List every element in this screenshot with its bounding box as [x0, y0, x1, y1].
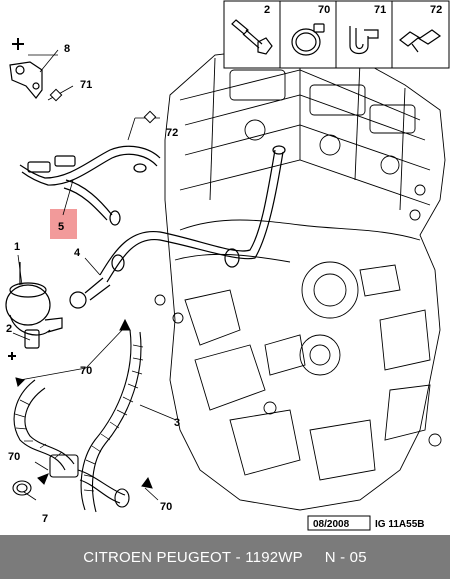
callout-labels: 8 71 72 5 1 4 2 70 3 70 7 70: [6, 43, 180, 525]
callout-1: 1: [14, 241, 20, 253]
pipe-clip-icon: [399, 29, 442, 53]
part-info-footer: CITROEN PEUGEOT - 1192WP N - 05: [0, 535, 450, 579]
callout-4: 4: [74, 247, 81, 259]
callout-70-c: 70: [160, 501, 172, 513]
clip-icon: [349, 26, 379, 55]
legend-ref-70: 70: [318, 4, 330, 16]
callout-8: 8: [64, 43, 70, 55]
hose-4: [69, 145, 286, 309]
illustration-code: IG 11A55B: [375, 519, 424, 530]
footer-part-number: 1192WP: [245, 548, 303, 566]
callout-72: 72: [166, 127, 178, 139]
hose-3-corrugated: [12, 329, 144, 513]
callout-3: 3: [174, 417, 180, 429]
callout-7: 7: [42, 513, 48, 525]
footer-separator: -: [235, 548, 241, 566]
hose-clamp-icon: [291, 23, 325, 56]
callout-5: 5: [58, 221, 64, 233]
engine-block-drawing: [154, 44, 446, 511]
legend-ref-71: 71: [374, 4, 386, 16]
leader-lines: [12, 49, 177, 501]
footer-page: N - 05: [324, 548, 367, 566]
bracket-part-8: [9, 61, 43, 99]
exploded-parts-diagram: 2 70 71 72: [5, 0, 450, 531]
callout-markers: [8, 38, 157, 489]
hose-5-breather: [19, 145, 161, 226]
footer-brand: CITROEN PEUGEOT: [83, 548, 232, 566]
reference-codes: 08/2008 IG 11A55B: [307, 515, 424, 531]
screw-icon: [231, 19, 273, 55]
legend-ref-72: 72: [430, 4, 442, 16]
callout-70-a: 70: [80, 365, 92, 377]
date-code: 08/2008: [313, 519, 350, 530]
callout-2: 2: [6, 323, 12, 335]
callout-71: 71: [80, 79, 92, 91]
legend-ref-2: 2: [264, 4, 270, 16]
oil-separator-part-1: [5, 262, 63, 349]
parts-legend-box: 2 70 71 72: [223, 0, 450, 69]
callout-70-b: 70: [8, 451, 20, 463]
